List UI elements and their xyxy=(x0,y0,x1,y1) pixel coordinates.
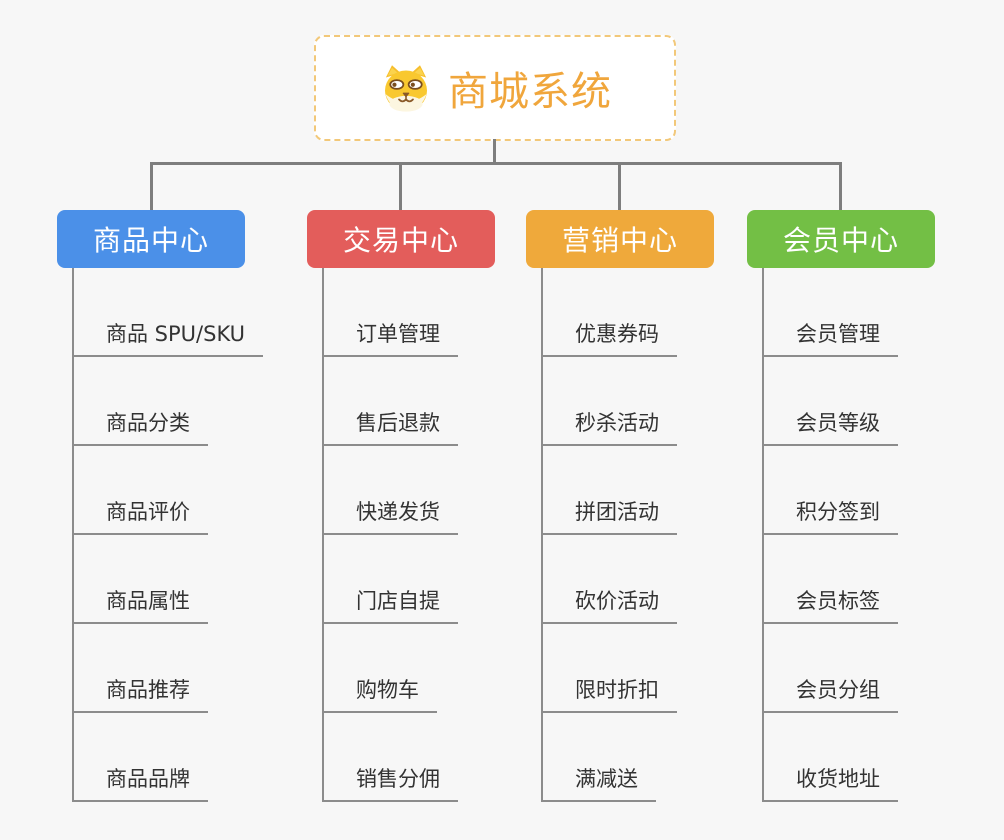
root-node-mall-system[interactable]: 商城系统 xyxy=(314,35,676,141)
leaf-row: 门店自提 xyxy=(322,535,458,624)
leaf-list-trade: 订单管理 售后退款 快递发货 门店自提 购物车 销售分佣 xyxy=(322,268,458,802)
leaf-row: 拼团活动 xyxy=(541,446,677,535)
leaf-product-review[interactable]: 商品评价 xyxy=(72,496,208,535)
leaf-row: 积分签到 xyxy=(762,446,898,535)
branch-node-marketing-center[interactable]: 营销中心 xyxy=(526,210,714,268)
leaf-row: 秒杀活动 xyxy=(541,357,677,446)
leaf-row: 商品 SPU/SKU xyxy=(72,268,264,357)
branch-product-center: 商品中心 商品 SPU/SKU 商品分类 商品评价 商品属性 商品推荐 商品品牌 xyxy=(57,210,264,802)
leaf-row: 销售分佣 xyxy=(322,713,458,802)
leaf-product-attribute[interactable]: 商品属性 xyxy=(72,585,208,624)
leaf-row: 会员分组 xyxy=(762,624,898,713)
leaf-shopping-cart[interactable]: 购物车 xyxy=(322,674,437,713)
branch-trunk-line xyxy=(72,268,74,802)
leaf-row: 收货地址 xyxy=(762,713,898,802)
leaf-express-shipping[interactable]: 快递发货 xyxy=(322,496,458,535)
leaf-row: 商品品牌 xyxy=(72,713,263,802)
leaf-shipping-address[interactable]: 收货地址 xyxy=(762,763,898,802)
leaf-row: 会员标签 xyxy=(762,535,898,624)
leaf-product-spu-sku[interactable]: 商品 SPU/SKU xyxy=(72,318,264,357)
leaf-member-level[interactable]: 会员等级 xyxy=(762,407,898,446)
leaf-flash-sale[interactable]: 秒杀活动 xyxy=(541,407,677,446)
leaf-aftersale-refund[interactable]: 售后退款 xyxy=(322,407,458,446)
connector-drop-member xyxy=(839,162,842,210)
leaf-row: 售后退款 xyxy=(322,357,458,446)
leaf-product-category[interactable]: 商品分类 xyxy=(72,407,208,446)
leaf-limited-discount[interactable]: 限时折扣 xyxy=(541,674,677,713)
shiba-dog-icon xyxy=(385,65,427,112)
root-title: 商城系统 xyxy=(448,69,612,115)
leaf-order-management[interactable]: 订单管理 xyxy=(322,318,458,357)
connector-root-stem xyxy=(493,139,496,164)
branch-node-member-center[interactable]: 会员中心 xyxy=(747,210,935,268)
leaf-sales-commission[interactable]: 销售分佣 xyxy=(322,763,458,802)
leaf-row: 限时折扣 xyxy=(541,624,677,713)
leaf-row: 订单管理 xyxy=(322,268,458,357)
leaf-list-member: 会员管理 会员等级 积分签到 会员标签 会员分组 收货地址 xyxy=(762,268,898,802)
connector-horizontal-bar xyxy=(150,162,841,165)
leaf-row: 满减送 xyxy=(541,713,677,802)
leaf-product-brand[interactable]: 商品品牌 xyxy=(72,763,208,802)
leaf-member-group[interactable]: 会员分组 xyxy=(762,674,898,713)
leaf-row: 砍价活动 xyxy=(541,535,677,624)
leaf-row: 购物车 xyxy=(322,624,458,713)
branch-trade-center: 交易中心 订单管理 售后退款 快递发货 门店自提 购物车 销售分佣 xyxy=(307,210,495,802)
leaf-points-checkin[interactable]: 积分签到 xyxy=(762,496,898,535)
leaf-store-pickup[interactable]: 门店自提 xyxy=(322,585,458,624)
leaf-row: 优惠券码 xyxy=(541,268,677,357)
leaf-row: 会员管理 xyxy=(762,268,898,357)
branch-trunk-line xyxy=(322,268,324,802)
leaf-row: 商品推荐 xyxy=(72,624,263,713)
connector-drop-product xyxy=(150,162,153,210)
leaf-list-product: 商品 SPU/SKU 商品分类 商品评价 商品属性 商品推荐 商品品牌 xyxy=(72,268,264,802)
branch-member-center: 会员中心 会员管理 会员等级 积分签到 会员标签 会员分组 收货地址 xyxy=(747,210,935,802)
leaf-row: 快递发货 xyxy=(322,446,458,535)
leaf-bargain-event[interactable]: 砍价活动 xyxy=(541,585,677,624)
leaf-product-recommend[interactable]: 商品推荐 xyxy=(72,674,208,713)
leaf-row: 商品评价 xyxy=(72,446,263,535)
branch-node-product-center[interactable]: 商品中心 xyxy=(57,210,245,268)
branch-trunk-line xyxy=(762,268,764,802)
leaf-row: 会员等级 xyxy=(762,357,898,446)
leaf-list-marketing: 优惠券码 秒杀活动 拼团活动 砍价活动 限时折扣 满减送 xyxy=(541,268,677,802)
leaf-member-tag[interactable]: 会员标签 xyxy=(762,585,898,624)
leaf-row: 商品分类 xyxy=(72,357,263,446)
connector-drop-marketing xyxy=(618,162,621,210)
leaf-spend-save[interactable]: 满减送 xyxy=(541,763,656,802)
branch-marketing-center: 营销中心 优惠券码 秒杀活动 拼团活动 砍价活动 限时折扣 满减送 xyxy=(526,210,714,802)
leaf-member-management[interactable]: 会员管理 xyxy=(762,318,898,357)
branch-trunk-line xyxy=(541,268,543,802)
connector-drop-trade xyxy=(399,162,402,210)
leaf-group-buy[interactable]: 拼团活动 xyxy=(541,496,677,535)
leaf-row: 商品属性 xyxy=(72,535,263,624)
branch-node-trade-center[interactable]: 交易中心 xyxy=(307,210,495,268)
leaf-coupon-code[interactable]: 优惠券码 xyxy=(541,318,677,357)
